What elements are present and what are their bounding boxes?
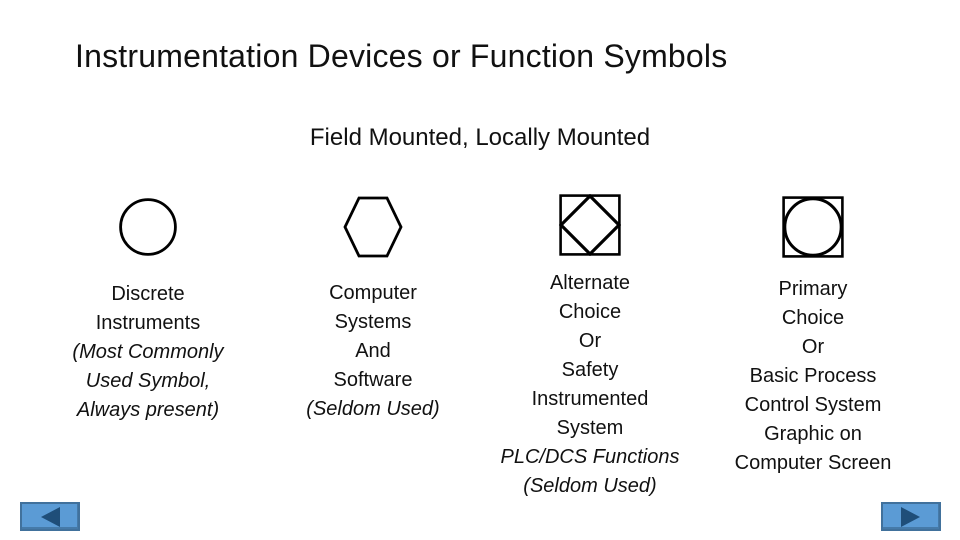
- caption-line: (Seldom Used): [306, 398, 440, 420]
- diamond-in-square-icon: [490, 193, 690, 257]
- previous-slide-button[interactable]: [20, 502, 80, 531]
- caption-line: Choice: [558, 301, 622, 323]
- caption-line: (Seldom Used): [523, 475, 657, 497]
- column-computer-systems: Computer Systems And Software (Seldom Us…: [273, 195, 473, 424]
- caption-line: Or: [801, 336, 825, 358]
- back-arrow-icon: [41, 506, 60, 527]
- page-title: Instrumentation Devices or Function Symb…: [75, 38, 728, 74]
- caption-line: Primary: [778, 278, 848, 300]
- caption-line: Instruments: [95, 312, 201, 334]
- caption-line: System: [556, 417, 624, 439]
- caption-line: Graphic on: [764, 423, 862, 445]
- caption-line: Or: [578, 330, 602, 352]
- caption-line: Used Symbol,: [85, 370, 211, 392]
- caption-line: Computer: [329, 282, 417, 304]
- circle-icon: [48, 195, 248, 259]
- symbol-caption: Primary Choice Or Basic Process Control …: [713, 275, 913, 478]
- hexagon-icon: [273, 195, 473, 259]
- caption-line: Software: [333, 369, 413, 391]
- caption-line: Control System: [744, 394, 882, 416]
- caption-line: And: [355, 340, 391, 362]
- caption-line: Discrete: [111, 283, 185, 305]
- caption-line: Always present): [76, 399, 220, 421]
- symbol-caption: Computer Systems And Software (Seldom Us…: [273, 279, 473, 424]
- caption-line: Computer Screen: [734, 452, 892, 474]
- caption-line: Systems: [334, 311, 412, 333]
- symbol-caption: Alternate Choice Or Safety Instrumented …: [490, 269, 690, 501]
- caption-line: (Most Commonly: [72, 341, 224, 363]
- circle-in-square-icon: [713, 195, 913, 259]
- slide-subtitle: Field Mounted, Locally Mounted: [309, 124, 651, 151]
- caption-line: Safety: [561, 359, 619, 381]
- next-slide-button[interactable]: [881, 502, 941, 531]
- caption-line: Instrumented: [531, 388, 649, 410]
- caption-line: Choice: [781, 307, 845, 329]
- column-discrete-instruments: Discrete Instruments (Most Commonly Used…: [48, 195, 248, 425]
- column-primary-choice: Primary Choice Or Basic Process Control …: [713, 195, 913, 478]
- symbol-caption: Discrete Instruments (Most Commonly Used…: [48, 280, 248, 425]
- caption-line: Basic Process: [749, 365, 877, 387]
- caption-line: PLC/DCS Functions: [500, 446, 680, 468]
- forward-arrow-icon: [901, 506, 920, 527]
- column-alternate-choice: Alternate Choice Or Safety Instrumented …: [490, 193, 690, 501]
- caption-line: Alternate: [549, 272, 631, 294]
